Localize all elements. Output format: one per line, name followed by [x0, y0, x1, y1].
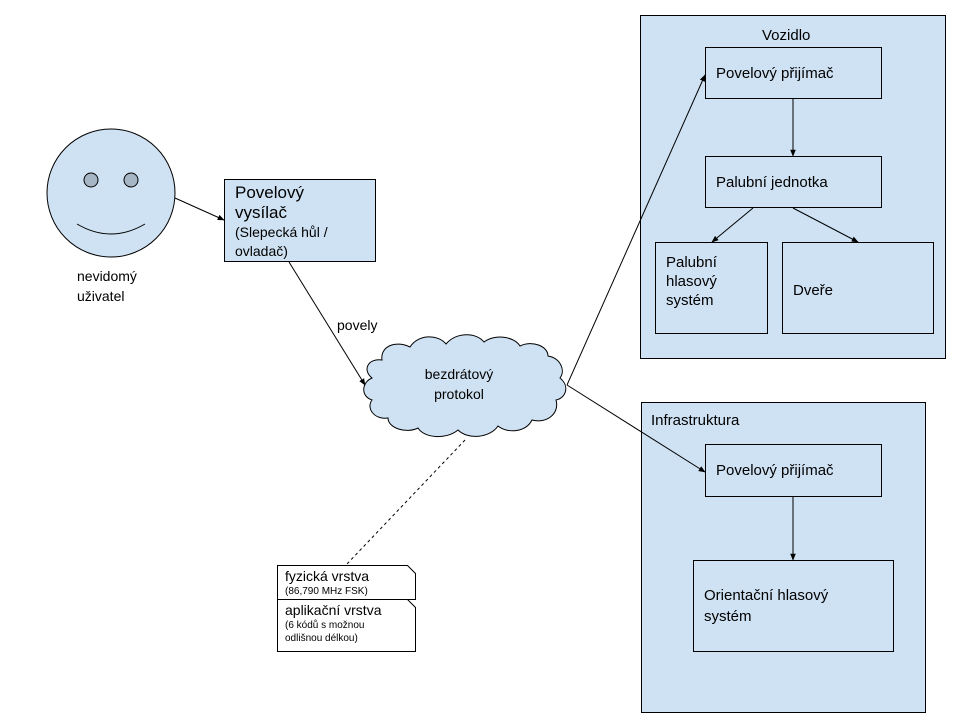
cloud-icon[interactable]	[363, 334, 567, 437]
doors-label: Dveře	[793, 282, 834, 299]
edge-unit-to-voice[interactable]	[711, 207, 754, 243]
vehicle-title: Vozidlo	[762, 27, 811, 44]
note-application-layer-title: aplikační vrstva	[285, 602, 382, 618]
left-eye	[83, 172, 99, 188]
note-physical-layer: fyzická vrstva (86,790 MHz FSK)	[285, 568, 369, 598]
edge-cloud-to-vehicle-receiver[interactable]	[566, 74, 706, 386]
edge-unit-to-doors[interactable]	[792, 207, 859, 243]
user-label-line1: nevidomý	[77, 268, 137, 284]
transmitter-title-line2: vysílač	[235, 203, 287, 222]
voice-system-box[interactable]: Palubní hlasový systém	[655, 242, 768, 334]
infra-receiver-box[interactable]: Povelový přijímač	[705, 444, 882, 497]
note-physical-layer-shape[interactable]	[277, 565, 416, 600]
transmitter-title-line1: Povelový	[235, 183, 304, 202]
doors-box[interactable]: Dveře	[782, 242, 934, 334]
vehicle-receiver-label: Povelový přijímač	[716, 65, 834, 82]
user-label: nevidomý uživatel	[77, 266, 137, 306]
onboard-unit-label: Palubní jednotka	[716, 174, 828, 191]
face-circle	[46, 128, 176, 258]
transmitter-subtitle-line2: ovladač)	[235, 243, 288, 259]
infrastructure-title: Infrastruktura	[651, 412, 740, 429]
cloud-label: bezdrátový protokol	[400, 364, 518, 404]
cloud-label-line1: bezdrátový	[424, 366, 494, 382]
vehicle-receiver-box[interactable]: Povelový přijímač	[705, 47, 882, 99]
voice-system-line1: Palubní	[666, 254, 717, 271]
edge-cloud-to-notes-dashed[interactable]	[345, 439, 466, 566]
edge-user-to-transmitter[interactable]	[174, 197, 225, 221]
orientation-system-line2: systém	[704, 608, 752, 625]
transmitter-box[interactable]: Povelový vysílač (Slepecká hůl / ovladač…	[224, 179, 376, 262]
note-physical-layer-detail: (86,790 MHz FSK)	[285, 586, 368, 597]
onboard-unit-box[interactable]: Palubní jednotka	[705, 156, 882, 208]
smiley-face-icon[interactable]	[46, 128, 176, 258]
note-application-layer-detail-2: odlišnou délkou)	[285, 633, 358, 644]
cloud-label-line2: protokol	[434, 386, 484, 402]
note-application-layer-shape[interactable]	[277, 599, 416, 652]
transmitter-subtitle-line1: (Slepecká hůl /	[235, 224, 328, 240]
edge-cloud-to-infra-receiver[interactable]	[566, 384, 706, 473]
orientation-system-box[interactable]: Orientační hlasový systém	[693, 560, 894, 652]
voice-system-line2: hlasový	[666, 273, 717, 290]
voice-system-line3: systém	[666, 292, 714, 309]
right-eye	[123, 172, 139, 188]
edge-label-commands: povely	[337, 317, 378, 333]
user-label-line2: uživatel	[77, 288, 125, 304]
note-application-layer: aplikační vrstva (6 kódů s možnou odlišn…	[285, 602, 381, 645]
smile	[76, 223, 146, 235]
infra-receiver-label: Povelový přijímač	[716, 462, 834, 479]
note-application-layer-detail-1: (6 kódů s možnou	[285, 620, 365, 631]
orientation-system-line1: Orientační hlasový	[704, 587, 829, 604]
edge-transmitter-to-cloud[interactable]	[288, 261, 366, 386]
note-physical-layer-title: fyzická vrstva	[285, 568, 370, 584]
